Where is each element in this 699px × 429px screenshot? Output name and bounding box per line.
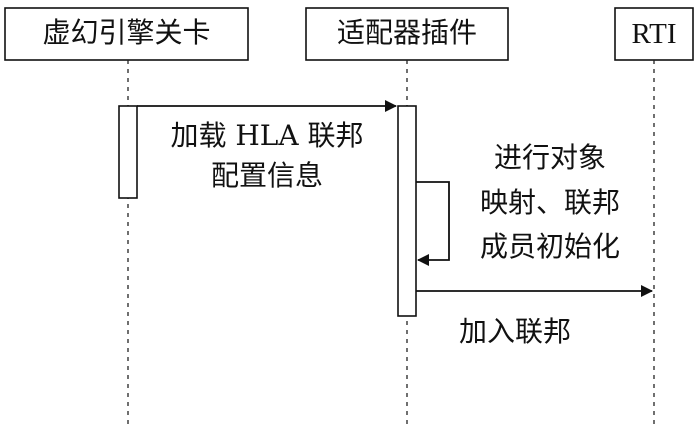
participant-box-adapter xyxy=(305,7,509,61)
message-label-self-init-line1: 进行对象 xyxy=(494,141,606,174)
message-label-self-init-line3: 成员初始化 xyxy=(480,230,620,263)
participant-label-level: 虚幻引擎关卡 xyxy=(42,16,210,49)
message-arrow-self-init xyxy=(416,181,450,266)
message-label-self-init-line2: 映射、联邦 xyxy=(480,186,620,219)
message-label-join-federation: 加入联邦 xyxy=(459,315,571,348)
activation-adapter xyxy=(397,105,417,317)
participant-label-rti: RTI xyxy=(632,18,677,50)
participant-label-adapter: 适配器插件 xyxy=(337,16,477,49)
participant-box-level xyxy=(4,7,249,61)
activation-level xyxy=(118,105,138,199)
message-label-load-config-line2: 配置信息 xyxy=(211,159,323,192)
message-label-load-config-line1: 加载 HLA 联邦 xyxy=(170,119,363,152)
